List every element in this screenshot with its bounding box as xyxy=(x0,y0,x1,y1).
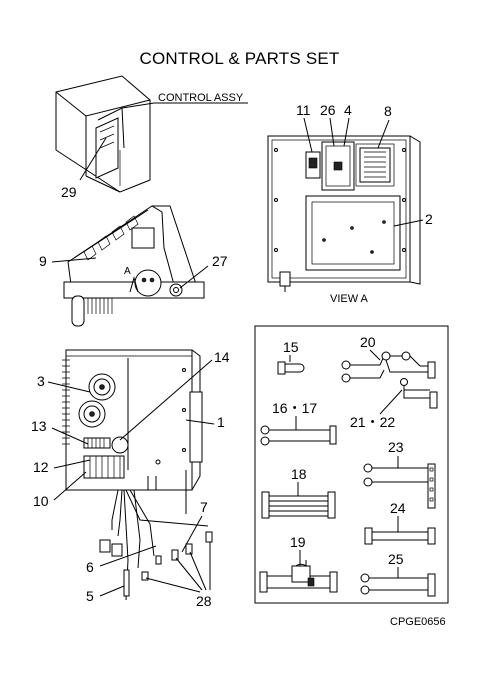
control-assy-callout: CONTROL ASSY xyxy=(121,92,248,109)
part-number-20: 20 xyxy=(360,334,376,350)
part-number-29: 29 xyxy=(61,184,77,200)
leader-4 xyxy=(343,117,350,147)
leader-2 xyxy=(393,219,424,227)
part-number-27: 27 xyxy=(212,253,228,269)
part-number-15: 15 xyxy=(283,339,299,355)
callout-9: 9 xyxy=(39,253,97,269)
part-number-9: 9 xyxy=(39,253,47,269)
part-number-19: 19 xyxy=(290,534,306,550)
part-number-12: 12 xyxy=(33,459,49,475)
part-23-harness xyxy=(363,463,436,509)
part-number-4: 4 xyxy=(344,102,352,118)
opened-control-unit xyxy=(63,205,205,327)
part-19-sensor-harness xyxy=(259,560,338,593)
part-number-21-22: 21・22 xyxy=(350,414,395,430)
view-a-panel xyxy=(267,135,421,292)
part-number-5: 5 xyxy=(86,588,94,604)
part-number-25: 25 xyxy=(388,551,404,567)
part-number-28: 28 xyxy=(196,593,212,609)
part-number-7: 7 xyxy=(200,499,208,515)
part-number-10: 10 xyxy=(33,493,49,509)
part-16-17-harness xyxy=(260,425,337,446)
part-number-24: 24 xyxy=(390,500,406,516)
part-number-8: 8 xyxy=(384,103,392,119)
part-number-18: 18 xyxy=(291,466,307,482)
part-number-13: 13 xyxy=(31,418,47,434)
callout-29: 29 xyxy=(61,137,107,200)
part-25-harness xyxy=(360,573,436,597)
part-15-jumper xyxy=(277,361,305,375)
drawing-code: CPGE0656 xyxy=(390,616,446,628)
part-number-2: 2 xyxy=(425,211,433,227)
part-number-3: 3 xyxy=(37,373,45,389)
part-number-1: 1 xyxy=(217,414,225,430)
page-title: CONTROL & PARTS SET xyxy=(139,49,340,68)
part-number-11: 11 xyxy=(296,102,311,118)
leader-8 xyxy=(377,119,390,149)
part-number-26: 26 xyxy=(320,102,336,118)
part-number-14: 14 xyxy=(214,349,230,365)
cabinet-illustration xyxy=(55,75,151,193)
view-a-label: VIEW A xyxy=(330,293,369,305)
control-assy-label: CONTROL ASSY xyxy=(158,92,244,104)
part-21-22-harness xyxy=(400,378,438,409)
control-box-callouts: 3 14 1 13 12 10 7 6 5 28 xyxy=(31,349,230,609)
part-number-6: 6 xyxy=(86,559,94,575)
callout-27: 27 xyxy=(179,253,228,289)
view-a-marker: A xyxy=(124,266,131,277)
part-number-16-17: 16・17 xyxy=(272,400,317,416)
part-20-thermostat-harness xyxy=(341,351,436,383)
parts-set-frame xyxy=(254,325,449,604)
part-24-harness xyxy=(364,527,436,545)
leader-11 xyxy=(303,117,313,153)
control-box-illustration xyxy=(62,349,213,601)
leader-21-22 xyxy=(379,389,403,415)
leader-20 xyxy=(369,349,381,361)
leader-26 xyxy=(329,117,335,147)
part-number-23: 23 xyxy=(388,439,404,455)
